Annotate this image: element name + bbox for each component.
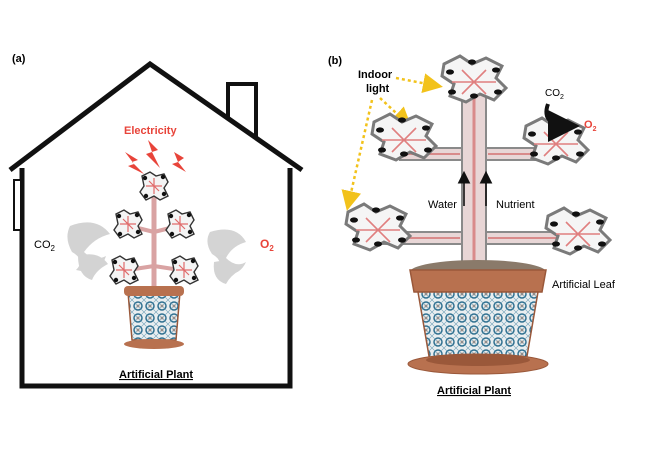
pot-b [407, 260, 549, 375]
indoor-light-label-2: light [366, 83, 390, 95]
co2-airflow-icon [67, 222, 110, 280]
artificial-plant-a [109, 171, 199, 349]
gas-exchange-arrow [544, 103, 580, 142]
leaf-a-right-upper [165, 209, 195, 239]
o2-label-a: O2 [260, 237, 274, 253]
co2-label-b: CO2 [545, 88, 564, 101]
o2-label-b: O2 [584, 119, 597, 133]
indoor-light-label-1: Indoor [358, 69, 393, 81]
leaf-a-left-lower [109, 255, 139, 285]
leaf-b-top [440, 54, 508, 104]
electricity-label: Electricity [124, 125, 177, 137]
house-outline [8, 60, 304, 389]
electricity-bolts-icon [125, 140, 186, 174]
leaf-b-right-lower [544, 206, 612, 256]
leaf-a-left-upper [113, 209, 143, 239]
water-label: Water [428, 199, 457, 211]
caption-a: Artificial Plant [119, 369, 193, 381]
leaf-b-left-upper [370, 112, 438, 162]
panel-b-label: (b) [328, 55, 342, 67]
pot-a [127, 291, 181, 341]
panel-a: (a) Electricity CO2 O2 [8, 53, 304, 389]
leaf-a-top [139, 171, 169, 201]
leaf-b-left-lower [344, 202, 412, 252]
panel-b: (b) Indoor light [328, 54, 616, 397]
leaf-a-right-lower [169, 255, 199, 285]
chimney [226, 82, 258, 138]
window-sill [13, 179, 22, 231]
panel-a-label: (a) [12, 53, 26, 65]
artificial-leaf-label: Artificial Leaf [552, 279, 616, 291]
o2-airflow-icon [207, 229, 246, 284]
caption-b: Artificial Plant [437, 385, 511, 397]
co2-label-a: CO2 [34, 239, 56, 253]
nutrient-label: Nutrient [496, 199, 535, 211]
